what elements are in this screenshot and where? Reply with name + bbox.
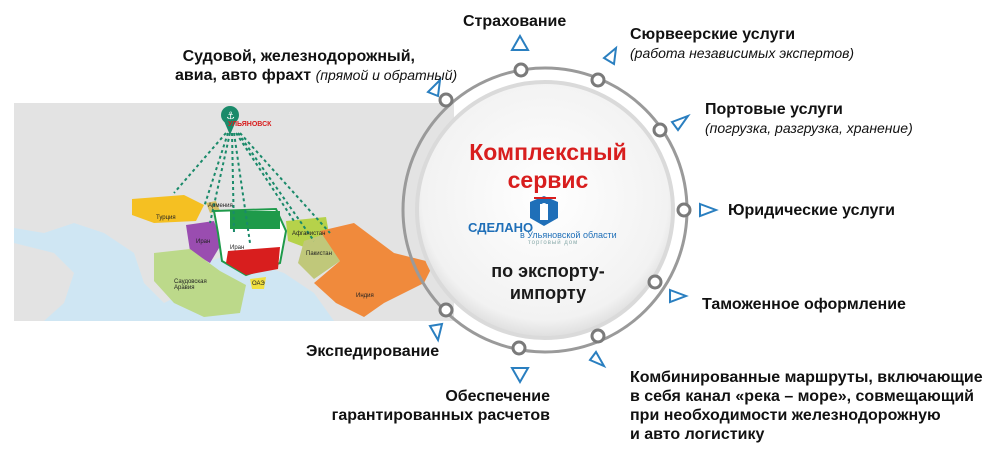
center-subtitle-line1: по экспорту- xyxy=(491,261,605,281)
surveyor-title: Сюрвеерские услуги xyxy=(630,26,796,43)
country-india: Индия xyxy=(356,293,374,299)
label-customs: Таможенное оформление xyxy=(702,296,906,313)
center-title-line1: Комплексный xyxy=(469,139,627,165)
port-title: Портовые услуги xyxy=(705,101,843,118)
turkey-shape xyxy=(132,195,204,223)
label-forwarding: Экспедирование xyxy=(306,343,440,360)
logo-main-text: СДЕЛАНО xyxy=(468,220,534,235)
payments-line2: гарантированных расчетов xyxy=(331,407,550,424)
freight-line1: Судовой, железнодорожный, xyxy=(182,48,415,65)
center-subtitle-line2: импорту xyxy=(509,283,587,303)
sdelano-logo xyxy=(530,196,558,226)
country-iran: Иран xyxy=(230,245,245,251)
label-legal: Юридические услуги xyxy=(728,202,895,219)
country-uae: ОАЭ xyxy=(252,281,265,287)
country-saudi: Саудовская Аравия xyxy=(174,279,207,291)
label-insurance: Страхование xyxy=(463,13,567,30)
city-label: УЛЬЯНОВСК xyxy=(228,121,272,128)
label-payments: Обеспечение гарантированных расчетов xyxy=(300,387,550,425)
map-graphic: ⚓ xyxy=(14,103,454,321)
routes-line1: Комбинированные маршруты, включающие xyxy=(630,369,983,386)
routes-line2: в себя канал «река – море», совмещающий xyxy=(630,388,974,405)
label-routes: Комбинированные маршруты, включающие в с… xyxy=(630,368,983,444)
logo-small-text: торговый дом xyxy=(528,240,579,246)
country-armenia: Армения xyxy=(208,203,233,209)
country-pakistan: Пакистан xyxy=(306,251,332,257)
svg-text:⚓: ⚓ xyxy=(226,111,235,122)
label-freight: Судовой, железнодорожный, авиа, авто фра… xyxy=(175,47,457,85)
center-title-line2: сервис xyxy=(507,167,589,193)
country-iran-west: Иран xyxy=(196,239,211,245)
payments-line1: Обеспечение xyxy=(445,388,550,405)
freight-line2: авиа, авто фрахт xyxy=(175,67,312,84)
port-note: (погрузка, разгрузка, хранение) xyxy=(705,120,913,136)
country-turkey: Турция xyxy=(156,215,176,221)
region-map: ⚓ УЛЬЯНОВСК Турция Армения Иран Иран Афг… xyxy=(14,103,454,321)
routes-line3: при необходимости железнодорожную xyxy=(630,407,941,424)
freight-note: (прямой и обратный) xyxy=(315,67,458,83)
label-port: Портовые услуги (погрузка, разгрузка, хр… xyxy=(705,100,913,138)
center-subtitle: по экспорту- импорту xyxy=(448,260,648,304)
country-afghanistan: Афганистан xyxy=(292,231,326,237)
surveyor-note: (работа независимых экспертов) xyxy=(630,45,855,61)
routes-line4: и авто логистику xyxy=(630,426,765,443)
logo-sub-text: в Ульяновской области xyxy=(520,230,617,240)
label-surveyor: Сюрвеерские услуги (работа независимых э… xyxy=(630,25,854,63)
center-title: Комплексный сервис xyxy=(448,138,648,194)
